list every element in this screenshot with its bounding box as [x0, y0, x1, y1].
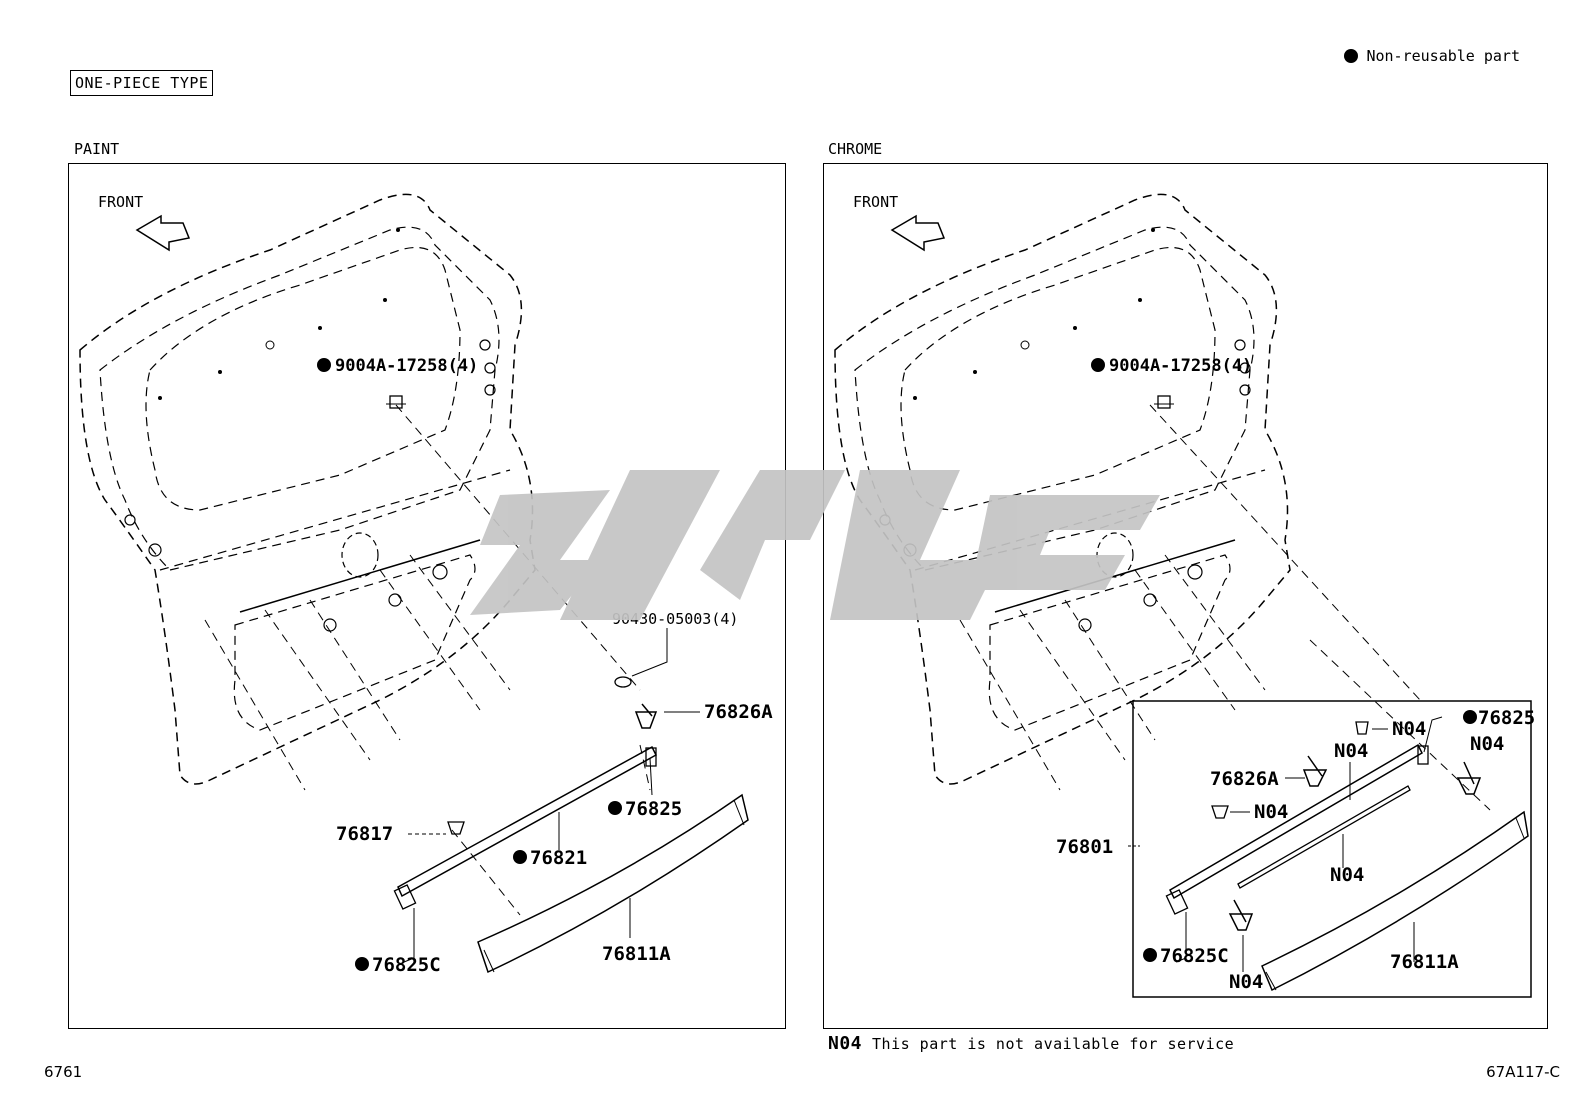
chrome-label-n04-f: N04: [1229, 971, 1263, 993]
chrome-panel-title: CHROME: [828, 140, 883, 158]
paint-label-end-cap-r: 76825: [625, 798, 682, 820]
left-code: 6761: [44, 1063, 83, 1081]
service-note-code: N04: [828, 1033, 863, 1054]
legend: Non-reusable part: [1344, 47, 1520, 65]
paint-label-clip-top: 9004A-17258(4): [335, 356, 478, 376]
chrome-label-assy: 76801: [1056, 836, 1113, 858]
chrome-label-n04-c: N04: [1334, 740, 1368, 762]
chrome-label-screw: 76826A: [1210, 768, 1279, 790]
legend-text: Non-reusable part: [1366, 47, 1520, 65]
chrome-top-clip-icon: [1154, 395, 1174, 409]
chrome-assy-box: [1132, 700, 1532, 998]
paint-label-garnish: 76811A: [602, 943, 671, 965]
paint-clip-icon: [447, 821, 465, 835]
type-label: ONE-PIECE TYPE: [70, 70, 214, 96]
service-note-text: This part is not available for service: [872, 1035, 1235, 1053]
paint-top-clip-icon: [386, 395, 406, 409]
service-note: N04 This part is not available for servic…: [828, 1033, 1234, 1054]
chrome-panel: [823, 163, 1548, 1029]
non-reusable-dot-icon: [1344, 49, 1359, 63]
chrome-label-n04-a: N04: [1392, 718, 1426, 740]
chrome-screw-icon: [1302, 755, 1328, 787]
chrome-nut-icon: [1355, 721, 1369, 735]
chrome-front-arrow-icon: [891, 215, 945, 251]
chrome-label-n04-d: N04: [1254, 801, 1288, 823]
chrome-label-clip-top: 9004A-17258(4): [1109, 356, 1252, 376]
paint-screw-icon: [634, 703, 658, 729]
paint-label-nut: 90430-05003(4): [612, 610, 738, 628]
paint-panel: [68, 163, 786, 1029]
chrome-screw-r-icon: [1456, 761, 1482, 795]
watermark-logo: [470, 470, 1160, 620]
chrome-label-n04-b: N04: [1470, 733, 1504, 755]
paint-label-end-cap-l: 76825C: [372, 954, 441, 976]
right-code: 67A117-C: [1486, 1063, 1560, 1081]
chrome-label-n04-e: N04: [1330, 864, 1364, 886]
paint-front-label: FRONT: [98, 193, 143, 211]
paint-panel-title: PAINT: [74, 140, 120, 158]
chrome-screw-l-icon: [1228, 899, 1254, 931]
paint-label-screw: 76826A: [704, 701, 773, 723]
paint-nut-icon: [614, 676, 632, 688]
paint-front-arrow-icon: [136, 215, 190, 251]
paint-label-tape: 76821: [530, 847, 587, 869]
chrome-label-end-cap-l: 76825C: [1160, 945, 1229, 967]
paint-label-clip: 76817: [336, 823, 393, 845]
chrome-front-label: FRONT: [853, 193, 898, 211]
chrome-label-end-cap-r: 76825: [1478, 707, 1535, 729]
chrome-label-garnish: 76811A: [1390, 951, 1459, 973]
paint-back-door: [79, 193, 536, 791]
chrome-clip-icon: [1211, 805, 1229, 819]
